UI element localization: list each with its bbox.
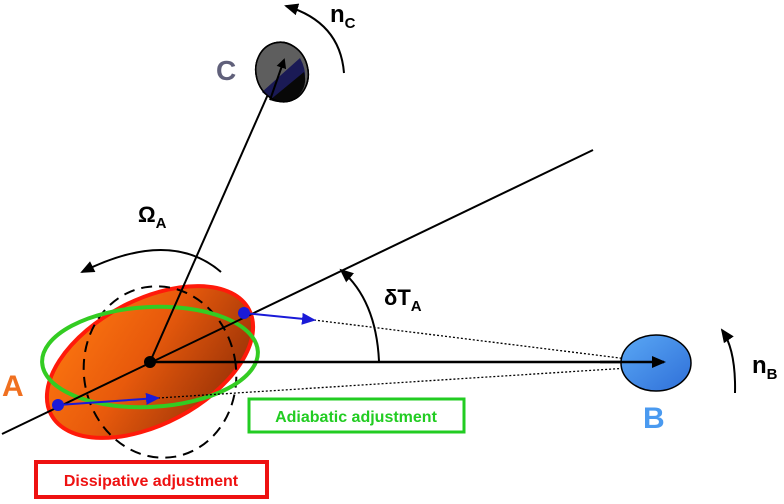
bulge-point-upper (238, 307, 250, 319)
bulge-axis-line (1, 149, 594, 435)
tidal-vector-lower (57, 392, 160, 406)
n-c-main: n (330, 1, 345, 28)
n-b-label: nB (752, 352, 778, 383)
spin-arrow-a (80, 249, 222, 273)
dissipative-box-text: Dissipative adjustment (64, 473, 239, 490)
delta-t-a-main: δT (384, 285, 411, 310)
omega-a-main: Ω (138, 202, 156, 227)
bulge-point-lower (52, 399, 64, 411)
body-a-undeformed-circle (82, 285, 238, 459)
body-a-adiabatic-ellipse (40, 304, 260, 410)
orbit-arrow-c (284, 3, 345, 74)
adiabatic-box-text: Adiabatic adjustment (275, 409, 437, 426)
dotted-line-upper (313, 319, 661, 364)
line-a-to-c (149, 56, 286, 363)
line-a-to-c-tip (269, 58, 287, 101)
tidal-vector-upper (243, 312, 316, 325)
n-c-label: nC (330, 1, 356, 32)
body-b-label: B (643, 402, 665, 435)
omega-a-label: ΩA (138, 202, 167, 232)
body-a-center (144, 356, 156, 368)
adiabatic-box: Adiabatic adjustment (247, 397, 466, 434)
omega-a-sub: A (156, 215, 167, 232)
lag-angle-arc (339, 268, 380, 362)
delta-t-a-sub: A (411, 298, 422, 315)
orbit-arrow-b (720, 328, 737, 394)
body-a-label: A (2, 370, 24, 403)
body-c (254, 41, 310, 103)
body-c-label: C (216, 55, 236, 86)
n-b-sub: B (767, 366, 778, 383)
dissipative-box: Dissipative adjustment (34, 460, 269, 499)
dissipative-box-frame (34, 460, 269, 499)
delta-t-a-label: δTA (384, 285, 422, 315)
n-b-main: n (752, 352, 767, 379)
adiabatic-box-frame (247, 397, 466, 434)
n-c-sub: C (345, 15, 356, 32)
